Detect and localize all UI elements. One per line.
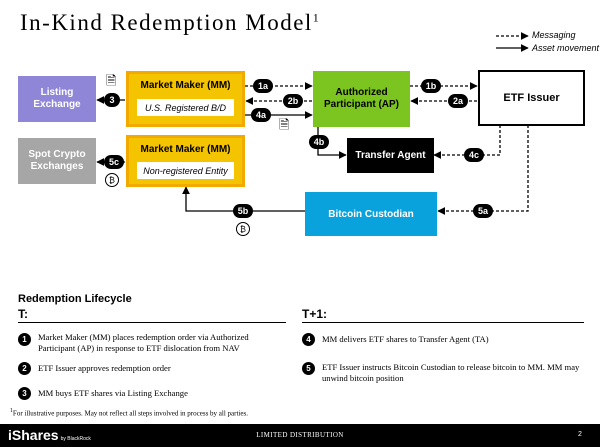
page-title: In-Kind Redemption Model1 bbox=[20, 10, 319, 35]
document-icon: 🗎 bbox=[279, 117, 290, 132]
badge-2a: 2a bbox=[448, 94, 468, 108]
arrow-4c bbox=[433, 125, 501, 159]
arrow-5b bbox=[182, 186, 305, 212]
lifecycle-t1-label: T+1: bbox=[302, 307, 328, 321]
divider-t bbox=[18, 322, 286, 323]
badge-5b: 5b bbox=[233, 204, 253, 218]
badge-5c: 5c bbox=[104, 155, 124, 169]
badge-1a: 1a bbox=[253, 79, 273, 93]
step-number: 2 bbox=[18, 362, 31, 375]
bitcoin-custodian-box: Bitcoin Custodian bbox=[305, 192, 437, 236]
badge-4b: 4b bbox=[309, 135, 329, 149]
bitcoin-custodian-label: Bitcoin Custodian bbox=[328, 208, 414, 220]
step-number: 1 bbox=[18, 333, 31, 346]
badge-1b: 1b bbox=[421, 79, 441, 93]
market-maker-title: Market Maker (MM) bbox=[140, 144, 231, 155]
transfer-agent-label: Transfer Agent bbox=[355, 149, 426, 161]
market-maker-subtitle: Non-registered Entity bbox=[137, 162, 234, 179]
step-text: MM delivers ETF shares to Transfer Agent… bbox=[322, 334, 489, 344]
etf-issuer-label: ETF Issuer bbox=[503, 92, 560, 104]
lifecycle-t-label: T: bbox=[18, 307, 28, 321]
listing-exchange-box: Listing Exchange bbox=[18, 76, 96, 122]
arrow-5a bbox=[437, 125, 529, 215]
listing-exchange-label: Listing Exchange bbox=[33, 87, 81, 110]
step-text: MM buys ETF shares via Listing Exchange bbox=[38, 388, 188, 398]
authorized-participant-box: Authorized Participant (AP) bbox=[313, 71, 410, 127]
step-text: ETF Issuer approves redemption order bbox=[38, 363, 171, 373]
divider-t1 bbox=[302, 322, 584, 323]
authorized-participant-label: Authorized Participant (AP) bbox=[323, 87, 399, 110]
market-maker-registered-box: Market Maker (MM) U.S. Registered B/D bbox=[126, 71, 245, 127]
lifecycle-heading: Redemption Lifecycle bbox=[18, 293, 132, 305]
step-number: 3 bbox=[18, 387, 31, 400]
distribution-label: LIMITED DISTRIBUTION bbox=[256, 431, 344, 439]
market-maker-nonregistered-box: Market Maker (MM) Non-registered Entity bbox=[126, 135, 245, 187]
bitcoin-icon: ₿ bbox=[105, 173, 119, 187]
badge-3: 3 bbox=[104, 93, 120, 107]
step-text: ETF Issuer instructs Bitcoin Custodian t… bbox=[322, 362, 580, 383]
step-number: 5 bbox=[302, 362, 315, 375]
spot-crypto-exchanges-box: Spot Crypto Exchanges bbox=[18, 138, 96, 184]
badge-4c: 4c bbox=[464, 148, 484, 162]
step-number: 4 bbox=[302, 333, 315, 346]
badge-2b: 2b bbox=[283, 94, 303, 108]
footnote: 1For illustrative purposes. May not refl… bbox=[10, 408, 248, 418]
step-text: Market Maker (MM) places redemption orde… bbox=[38, 332, 249, 353]
market-maker-title: Market Maker (MM) bbox=[140, 80, 231, 91]
legend-messaging-label: Messaging bbox=[532, 30, 576, 40]
market-maker-subtitle: U.S. Registered B/D bbox=[137, 99, 234, 116]
bitcoin-icon: ₿ bbox=[236, 222, 250, 236]
badge-4a: 4a bbox=[251, 108, 271, 122]
etf-issuer-box: ETF Issuer bbox=[478, 70, 585, 126]
page-number: 2 bbox=[578, 431, 582, 438]
document-icon: 🗎 bbox=[106, 73, 117, 88]
legend-asset-movement-label: Asset movement bbox=[532, 43, 600, 53]
transfer-agent-box: Transfer Agent bbox=[347, 138, 434, 173]
spot-crypto-exchanges-label: Spot Crypto Exchanges bbox=[28, 149, 86, 172]
badge-5a: 5a bbox=[473, 204, 493, 218]
